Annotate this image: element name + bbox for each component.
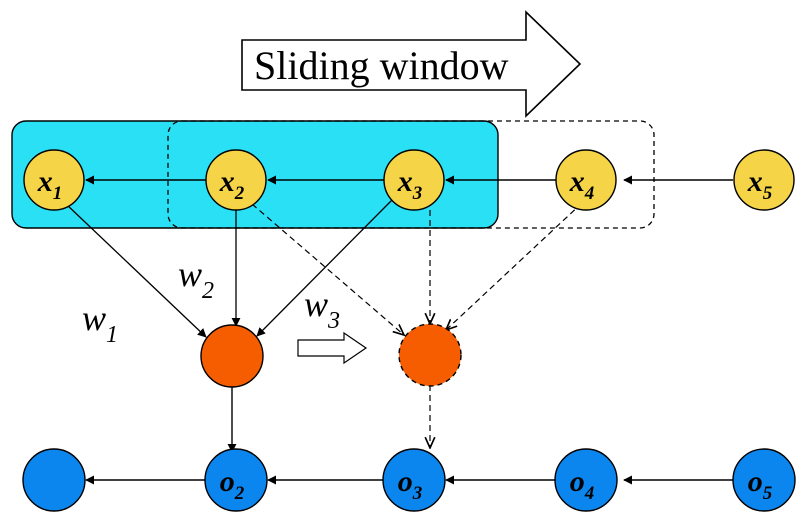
svg-text:o5: o5	[748, 465, 773, 504]
weight-label-w2: w2	[178, 254, 214, 304]
node-base: x	[37, 165, 53, 198]
input-node-x5: x5	[733, 149, 795, 211]
node-base: x	[397, 165, 413, 198]
hidden-node-2	[398, 323, 462, 387]
node-base: o	[570, 465, 585, 498]
next-window-box	[167, 120, 655, 229]
node-sub: 5	[763, 183, 773, 204]
output-node-o3: o3	[382, 448, 446, 512]
weight-label-w3: w3	[304, 284, 340, 334]
weight-sub: 1	[106, 322, 118, 348]
output-node-o2: o2	[204, 448, 268, 512]
svg-text:o2: o2	[220, 465, 245, 504]
svg-text:x1: x1	[37, 165, 63, 204]
arrow-x3-h1	[256, 197, 395, 337]
node-base: o	[398, 465, 413, 498]
banner-arrow-shape	[241, 10, 582, 118]
node-base: o	[220, 465, 235, 498]
weight-label-w1: w1	[82, 298, 118, 348]
output-node-o5: o5	[732, 448, 796, 512]
node-base: x	[569, 165, 585, 198]
node-base: o	[748, 465, 763, 498]
weight-base: w	[304, 284, 328, 324]
node-sub: 2	[234, 483, 245, 504]
svg-text:x5: x5	[747, 165, 773, 204]
node-sub: 5	[763, 483, 773, 504]
arrow-x1-h1	[65, 203, 207, 338]
hidden-node-1	[200, 324, 264, 388]
banner-text: Sliding window	[254, 43, 509, 88]
sliding-window-banner: Sliding window	[241, 10, 582, 118]
dashed-hidden-arrows	[251, 202, 583, 335]
node-sub: 4	[584, 483, 595, 504]
input-node-x1: x1	[23, 149, 85, 211]
input-node-x2: x2	[205, 149, 267, 211]
arrow-x4-h2	[446, 202, 583, 330]
weight-base: w	[178, 254, 202, 294]
solid-hidden-arrows	[65, 197, 395, 338]
node-base: x	[219, 165, 235, 198]
node-sub: 4	[584, 183, 595, 204]
node-sub: 3	[412, 483, 423, 504]
input-node-x4: x4	[555, 149, 617, 211]
svg-text:x3: x3	[397, 165, 423, 204]
arrow-x2-h2	[251, 203, 404, 335]
input-node-x3: x3	[383, 149, 445, 211]
svg-text:x4: x4	[569, 165, 595, 204]
node-sub: 3	[412, 183, 423, 204]
node-sub: 2	[234, 183, 245, 204]
shift-arrow	[297, 331, 368, 365]
node-sub: 1	[53, 183, 63, 204]
svg-text:x2: x2	[219, 165, 245, 204]
weight-sub: 2	[202, 278, 214, 304]
weight-base: w	[82, 298, 106, 338]
node-base: x	[747, 165, 763, 198]
svg-text:o4: o4	[570, 465, 595, 504]
output-node-o4: o4	[554, 448, 618, 512]
weight-sub: 3	[327, 308, 340, 334]
output-node-1	[22, 448, 86, 512]
svg-text:o3: o3	[398, 465, 423, 504]
